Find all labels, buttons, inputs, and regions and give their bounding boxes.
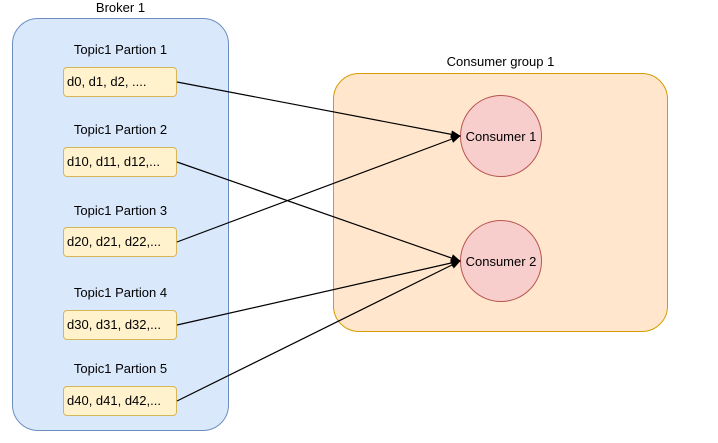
partition-data-1: d0, d1, d2, .... xyxy=(63,67,177,97)
partition-title-3: Topic1 Partion 3 xyxy=(73,203,168,218)
partition-data-5: d40, d41, d42,... xyxy=(63,386,177,416)
partition-title-1: Topic1 Partion 1 xyxy=(73,42,168,57)
broker-title: Broker 1 xyxy=(95,0,146,15)
partition-title-5: Topic1 Partion 5 xyxy=(73,361,168,376)
partition-data-2: d10, d11, d12,... xyxy=(63,147,177,177)
arrow-partition-3-to-consumer-1 xyxy=(176,135,461,243)
partition-title-2: Topic1 Partion 2 xyxy=(73,122,168,137)
arrow-partition-1-to-consumer-1 xyxy=(176,81,461,139)
arrow-partition-5-to-consumer-2 xyxy=(176,260,461,402)
arrow-partition-2-to-consumer-2 xyxy=(176,161,461,262)
consumer-1-label: Consumer 1 xyxy=(465,128,537,144)
consumer-2-label: Consumer 2 xyxy=(465,253,537,269)
arrow-partition-4-to-consumer-2 xyxy=(176,259,461,326)
partition-title-4: Topic1 Partion 4 xyxy=(73,285,168,300)
broker-box xyxy=(12,18,229,431)
partition-data-4: d30, d31, d32,... xyxy=(63,310,177,340)
consumer-2-node: Consumer 2 xyxy=(460,220,542,302)
partition-data-3: d20, d21, d22,... xyxy=(63,227,177,257)
consumer-1-node: Consumer 1 xyxy=(460,95,542,177)
consumer-group-title: Consumer group 1 xyxy=(446,54,555,69)
